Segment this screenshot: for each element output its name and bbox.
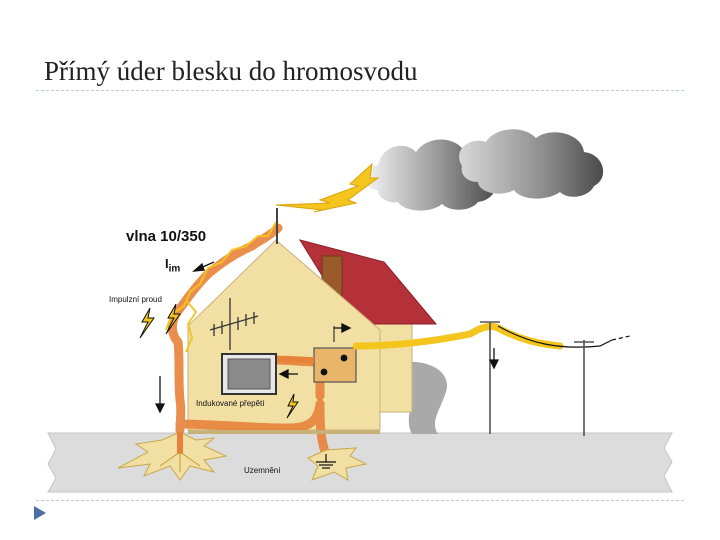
earth-burst: [117, 431, 228, 481]
tv-antenna-icon: [209, 298, 259, 350]
current-label: Iim: [165, 256, 181, 275]
small-bolt-icon: [139, 307, 155, 339]
utility-pole: [480, 321, 594, 436]
small-bolt-icon: [286, 393, 299, 419]
side-path: [405, 361, 447, 434]
footer-divider: [36, 500, 684, 501]
storm-cloud: [365, 129, 604, 211]
wave-label: vlna 10/350: [126, 228, 207, 245]
distribution-box: [313, 347, 357, 383]
house-foundation: [188, 430, 380, 434]
tv-icon: [221, 353, 277, 395]
power-line: [352, 322, 564, 350]
arrow-icon: [154, 261, 500, 414]
pulse-current-label: Impulzní proud: [109, 295, 162, 304]
lightning-bolt-icon: [275, 162, 380, 213]
title-divider: [36, 90, 684, 91]
slide-title: Přímý úder blesku do hromosvodu: [44, 56, 418, 86]
small-bolt-icon: [165, 303, 181, 335]
grounding-label: Uzemnění: [244, 466, 281, 475]
play-bullet-icon: [34, 506, 46, 520]
induced-surge-label: Indukované přepětí: [196, 399, 265, 408]
earth-burst: [307, 447, 368, 481]
